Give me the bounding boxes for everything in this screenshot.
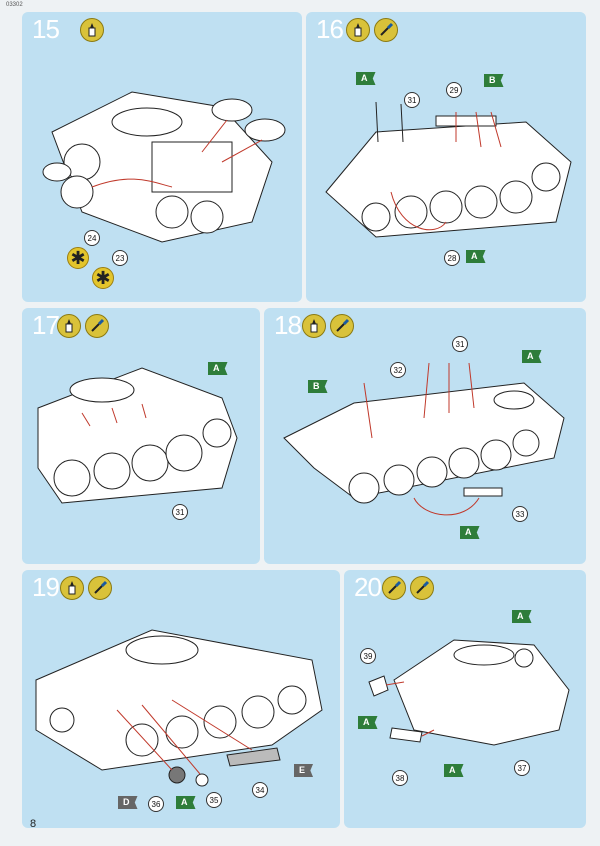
- glue-icon: [80, 18, 104, 42]
- part-callout-32: 32: [390, 362, 406, 378]
- step-icons: [57, 314, 109, 338]
- part-callout-36: 36: [148, 796, 164, 812]
- paint-brush-icon: [410, 576, 434, 600]
- decal-flag-A: A: [522, 350, 542, 363]
- step-icons: [60, 576, 112, 600]
- decal-flag-A: A: [512, 610, 532, 623]
- step-icons: [346, 18, 398, 42]
- decal-flag-A: A: [466, 250, 486, 263]
- part-callout-33: 33: [512, 506, 528, 522]
- part-callout-31: 31: [404, 92, 420, 108]
- document-code: 03302: [6, 2, 23, 8]
- step-17-panel: 17 A 31: [22, 308, 260, 564]
- part-callout-34: 34: [252, 782, 268, 798]
- part-callout-38: 38: [392, 770, 408, 786]
- step-number: 20: [354, 572, 382, 602]
- decal-flag-A: A: [176, 796, 196, 809]
- step-18-panel: 18 31 A 32 B 33 A: [264, 308, 586, 564]
- decal-flag-A: A: [208, 362, 228, 375]
- decal-flag-A: A: [356, 72, 376, 85]
- decal-flag-A: A: [358, 716, 378, 729]
- decal-flag-D: D: [118, 796, 138, 809]
- step-icons: [302, 314, 354, 338]
- paint-brush-icon: [330, 314, 354, 338]
- decal-flag-B: B: [308, 380, 328, 393]
- decal-flag-B: B: [484, 74, 504, 87]
- hull-front-illustration: [283, 362, 565, 516]
- glue-icon: [302, 314, 326, 338]
- step-icons: [80, 18, 104, 42]
- part-callout-31: 31: [452, 336, 468, 352]
- paint-brush-icon: [88, 576, 112, 600]
- step-20-panel: 20 A 39 A A 38 37: [344, 570, 586, 828]
- step-number: 18: [274, 310, 302, 340]
- glue-icon: [346, 18, 370, 42]
- part-callout-28: 28: [444, 250, 460, 266]
- part-callout-24: 24: [84, 230, 100, 246]
- paint-brush-icon: [85, 314, 109, 338]
- part-callout-29: 29: [446, 82, 462, 98]
- step-number: 17: [32, 310, 60, 340]
- decal-flag-A: A: [460, 526, 480, 539]
- part-callout-31: 31: [172, 504, 188, 520]
- step-19-panel: 19 D 36 A 35 34 E: [22, 570, 340, 828]
- glue-star-icon: ✱: [67, 247, 89, 269]
- glue-star-icon: ✱: [92, 267, 114, 289]
- turret-illustration: [368, 639, 570, 746]
- hull-side-illustration: [325, 101, 572, 238]
- step-number: 16: [316, 14, 344, 44]
- hull-underside-illustration: [42, 91, 286, 243]
- decal-flag-A: A: [444, 764, 464, 777]
- decal-flag-E: E: [294, 764, 314, 777]
- step-15-panel: 15 24 23 ✱ ✱: [22, 12, 302, 302]
- page-number: 8: [30, 818, 37, 830]
- part-callout-35: 35: [206, 792, 222, 808]
- step-16-panel: 16 A 31 29 B 28 A: [306, 12, 586, 302]
- glue-icon: [57, 314, 81, 338]
- part-callout-39: 39: [360, 648, 376, 664]
- hull-side-illustration: [37, 367, 238, 504]
- glue-icon: [60, 576, 84, 600]
- part-callout-37: 37: [514, 760, 530, 776]
- paint-brush-icon: [382, 576, 406, 600]
- step-icons: [382, 576, 434, 600]
- step-number: 15: [32, 14, 60, 44]
- hull-rear-illustration: [35, 629, 323, 787]
- paint-brush-icon: [374, 18, 398, 42]
- step-number: 19: [32, 572, 60, 602]
- part-callout-23: 23: [112, 250, 128, 266]
